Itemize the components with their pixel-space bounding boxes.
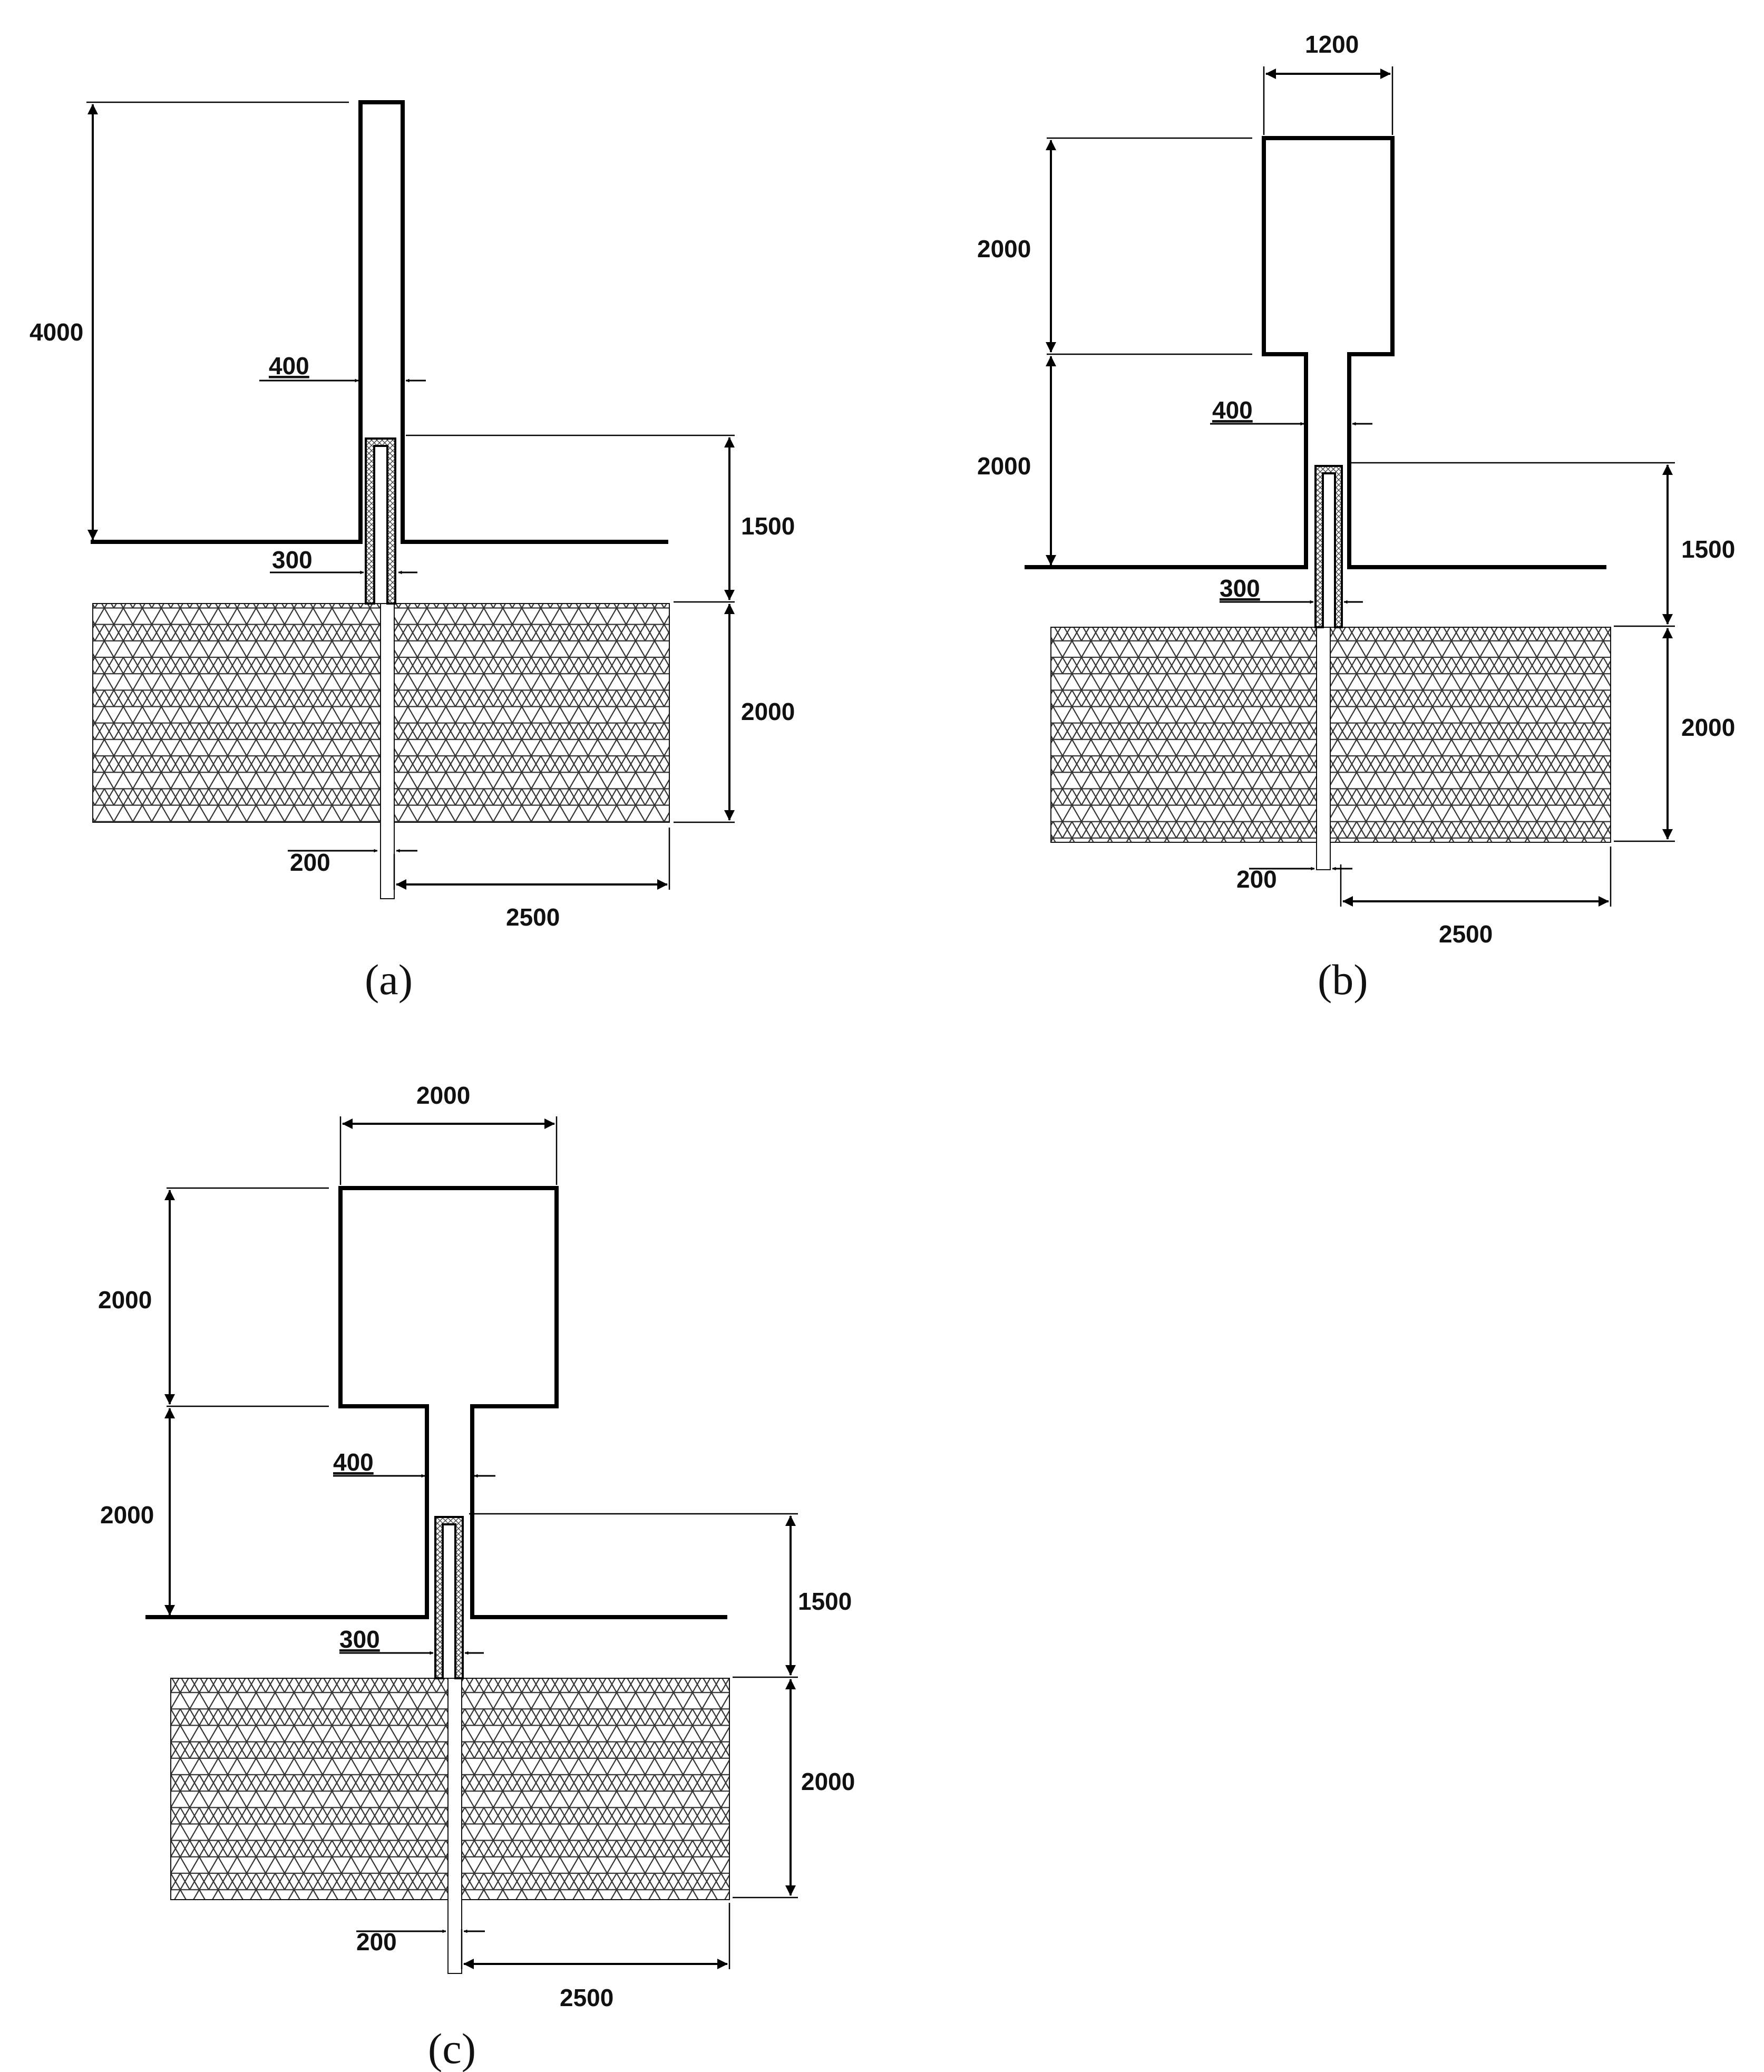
tube (365, 437, 396, 605)
dim-soil-half-width: 2500 (1439, 920, 1493, 948)
dim-hole-width: 200 (290, 849, 330, 876)
caption-b: (b) (1318, 956, 1368, 1004)
panel-c: 2000 2000 2000 400 1500 300 2000 200 250… (98, 1082, 855, 2072)
wall-outline (145, 1186, 727, 1619)
dim-neck-height: 2000 (100, 1501, 154, 1529)
soil-hole (380, 603, 395, 899)
panel-b: 1200 2000 2000 400 1500 300 2000 200 250… (977, 31, 1735, 1004)
dim-head-width: 1200 (1305, 31, 1359, 58)
dim-soil-half-width: 2500 (506, 903, 560, 931)
dim-soil-half-width: 2500 (560, 1984, 613, 2011)
dim-tube-height: 1500 (741, 512, 795, 540)
dim-soil-depth: 2000 (1681, 714, 1735, 741)
dim-head-height: 2000 (977, 235, 1031, 262)
dim-tube-height: 1500 (1681, 536, 1735, 563)
tube (434, 1516, 464, 1679)
soil-hole (447, 1678, 462, 1974)
dim-tube-height: 1500 (798, 1588, 852, 1615)
dim-head-width: 2000 (416, 1082, 470, 1109)
dim-hole-width: 200 (356, 1928, 397, 1956)
dim-neck-width: 400 (333, 1448, 374, 1476)
dim-soil-depth: 2000 (741, 698, 795, 725)
caption-c: (c) (428, 2025, 476, 2072)
tube (1314, 465, 1343, 628)
dim-soil-depth: 2000 (801, 1768, 855, 1795)
dim-tube-width: 300 (339, 1626, 380, 1653)
wall-outline (1025, 136, 1606, 569)
dim-tube-width: 300 (1220, 575, 1260, 602)
dim-top-height: 4000 (30, 318, 83, 346)
dim-neck-height: 2000 (977, 452, 1031, 480)
soil-hole (1316, 627, 1331, 870)
dim-tube-width: 300 (272, 546, 313, 573)
panel-a: 4000 400 1500 300 2000 200 2500 (a) (30, 100, 795, 1004)
dim-head-height: 2000 (98, 1286, 152, 1314)
caption-a: (a) (365, 956, 413, 1004)
dim-neck-width: 400 (269, 352, 309, 380)
dim-neck-width: 400 (1212, 396, 1253, 424)
wall-outline (91, 100, 668, 544)
dim-hole-width: 200 (1236, 865, 1277, 893)
